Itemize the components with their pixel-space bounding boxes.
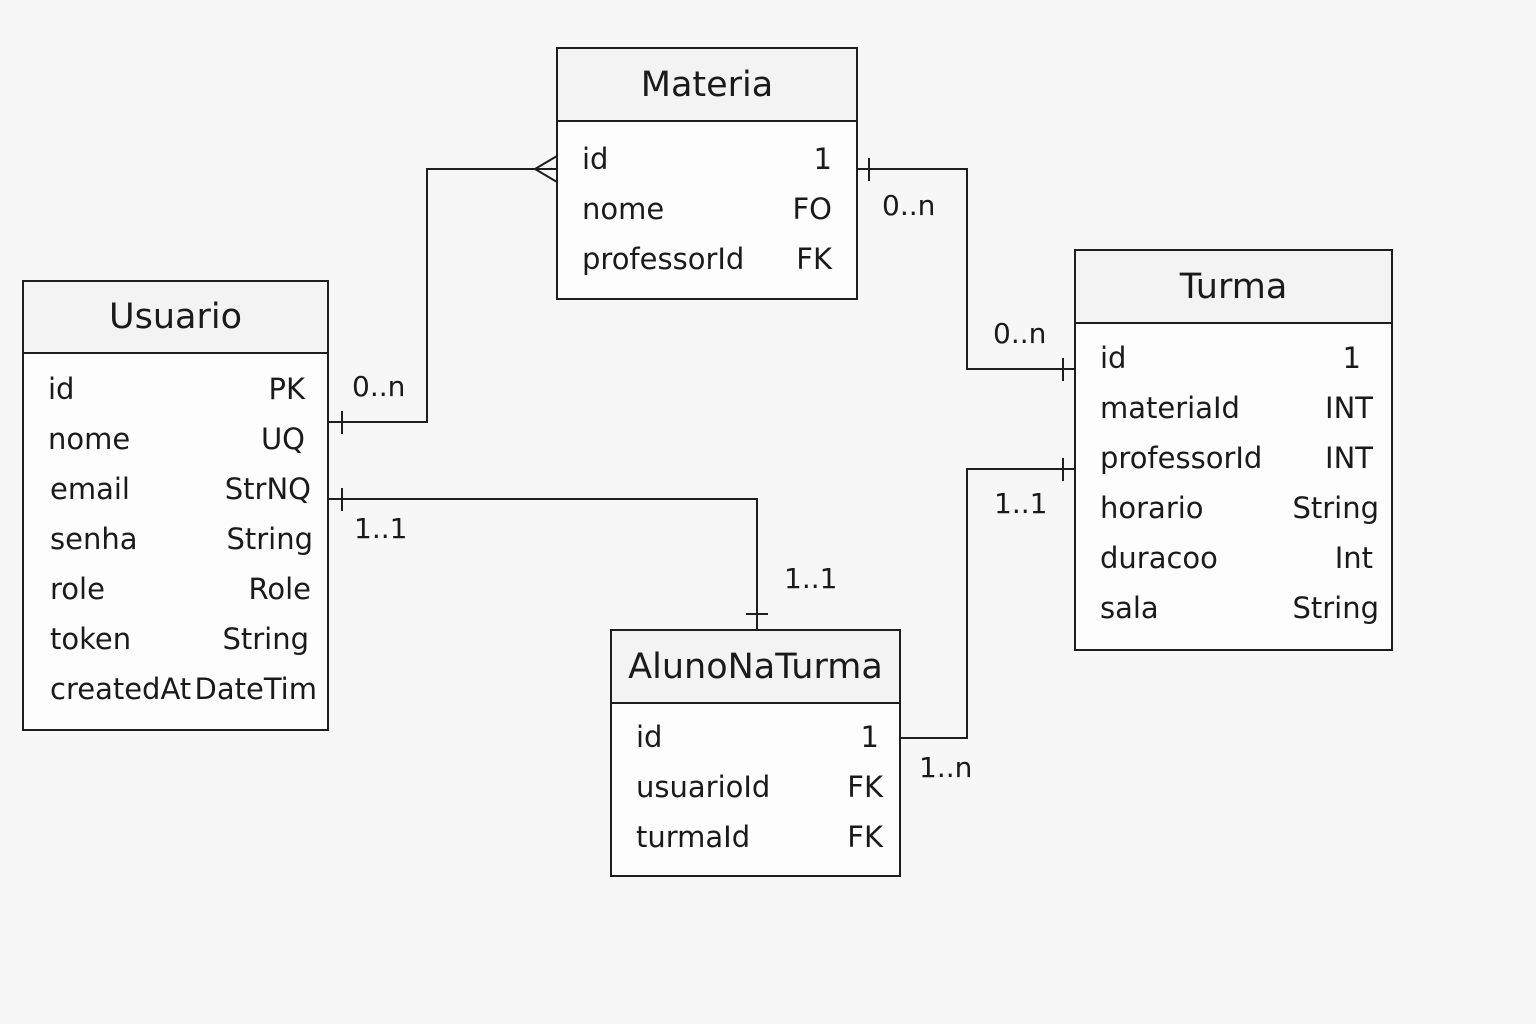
attribute-type: FK	[796, 242, 832, 276]
attribute-name: professorId	[582, 242, 745, 276]
attribute-type: String	[226, 522, 313, 556]
entity-materia[interactable]: Materia id 1 nome FO professorId FK	[556, 47, 858, 300]
cardinality-materia-turma-end: 0..n	[993, 317, 1047, 350]
attribute-name: id	[1100, 341, 1127, 375]
attribute-row: id 1	[1076, 341, 1391, 375]
attribute-type: DateTim	[194, 672, 317, 706]
cardinality-usuario-materia: 0..n	[352, 370, 406, 403]
attribute-name: materiaId	[1100, 391, 1240, 425]
attribute-type: 1	[813, 142, 832, 176]
rel-usuario-materia-crowfoot-top	[534, 155, 558, 170]
attribute-row: role Role	[24, 572, 327, 606]
attribute-type: String	[1292, 591, 1379, 625]
attribute-name: professorId	[1100, 441, 1263, 475]
attribute-row: email StrNQ	[24, 472, 327, 506]
attribute-name: role	[50, 572, 105, 606]
attribute-type: 1	[1342, 341, 1361, 375]
entity-aluno-na-turma[interactable]: AlunoNaTurma id 1 usuarioId FK turmaId F…	[610, 629, 901, 877]
attribute-row: professorId FK	[558, 242, 856, 276]
attribute-name: id	[48, 372, 75, 406]
attribute-row: createdAt DateTim	[24, 672, 327, 706]
attribute-name: usuarioId	[636, 770, 771, 804]
attribute-name: nome	[48, 422, 131, 456]
attribute-name: nome	[582, 192, 665, 226]
attribute-name: turmaId	[636, 820, 751, 854]
attribute-type: FK	[847, 770, 883, 804]
attribute-type: String	[222, 622, 309, 656]
attribute-name: sala	[1100, 591, 1159, 625]
attribute-row: senha String	[24, 522, 327, 556]
attribute-type: Role	[248, 572, 312, 606]
rel-usuario-materia-crowfoot-bottom	[534, 168, 558, 183]
attribute-row: id 1	[558, 142, 856, 176]
attribute-name: id	[636, 720, 663, 754]
attribute-row: nome UQ	[24, 422, 327, 456]
attribute-type: StrNQ	[224, 472, 311, 506]
rel-aluno-turma-line	[901, 468, 1075, 739]
entity-turma[interactable]: Turma id 1 materiaId INT professorId INT…	[1074, 249, 1393, 651]
rel-materia-turma-line	[857, 168, 1075, 370]
attribute-type: INT	[1325, 441, 1373, 475]
attribute-type: Int	[1334, 541, 1373, 575]
attribute-name: id	[582, 142, 609, 176]
attribute-type: UQ	[260, 422, 305, 456]
cardinality-aluno-turma-end: 1..1	[994, 487, 1048, 520]
attribute-type: INT	[1325, 391, 1373, 425]
entity-title: Materia	[558, 49, 856, 122]
attribute-row: professorId INT	[1076, 441, 1391, 475]
attribute-name: email	[50, 472, 130, 506]
attribute-name: duracoo	[1100, 541, 1218, 575]
entity-title: Turma	[1076, 251, 1391, 324]
rel-usuario-materia-line	[329, 168, 557, 423]
attribute-row: duracoo Int	[1076, 541, 1391, 575]
attribute-row: id 1	[612, 720, 899, 754]
attribute-type: String	[1292, 491, 1379, 525]
cardinality-usuario-aluno-end: 1..1	[784, 562, 838, 595]
attribute-name: token	[50, 622, 132, 656]
attribute-row: turmaId FK	[612, 820, 899, 854]
attribute-row: usuarioId FK	[612, 770, 899, 804]
attribute-row: id PK	[24, 372, 327, 406]
attribute-name: createdAt	[50, 672, 192, 706]
attribute-row: token String	[24, 622, 327, 656]
attribute-name: horario	[1100, 491, 1204, 525]
attribute-name: senha	[50, 522, 138, 556]
cardinality-usuario-aluno-start: 1..1	[354, 512, 408, 545]
attribute-row: materiaId INT	[1076, 391, 1391, 425]
attribute-row: nome FO	[558, 192, 856, 226]
attribute-row: horario String	[1076, 491, 1391, 525]
cardinality-materia-turma-start: 0..n	[882, 189, 936, 222]
attribute-type: FK	[847, 820, 883, 854]
attribute-type: FO	[792, 192, 832, 226]
entity-title: AlunoNaTurma	[612, 631, 899, 704]
entity-usuario[interactable]: Usuario id PK nome UQ email StrNQ senha …	[22, 280, 329, 731]
cardinality-aluno-turma-start: 1..n	[919, 751, 973, 784]
attribute-type: 1	[860, 720, 879, 754]
attribute-row: sala String	[1076, 591, 1391, 625]
rel-usuario-aluno-line	[329, 498, 758, 630]
entity-title: Usuario	[24, 282, 327, 354]
attribute-type: PK	[268, 372, 305, 406]
